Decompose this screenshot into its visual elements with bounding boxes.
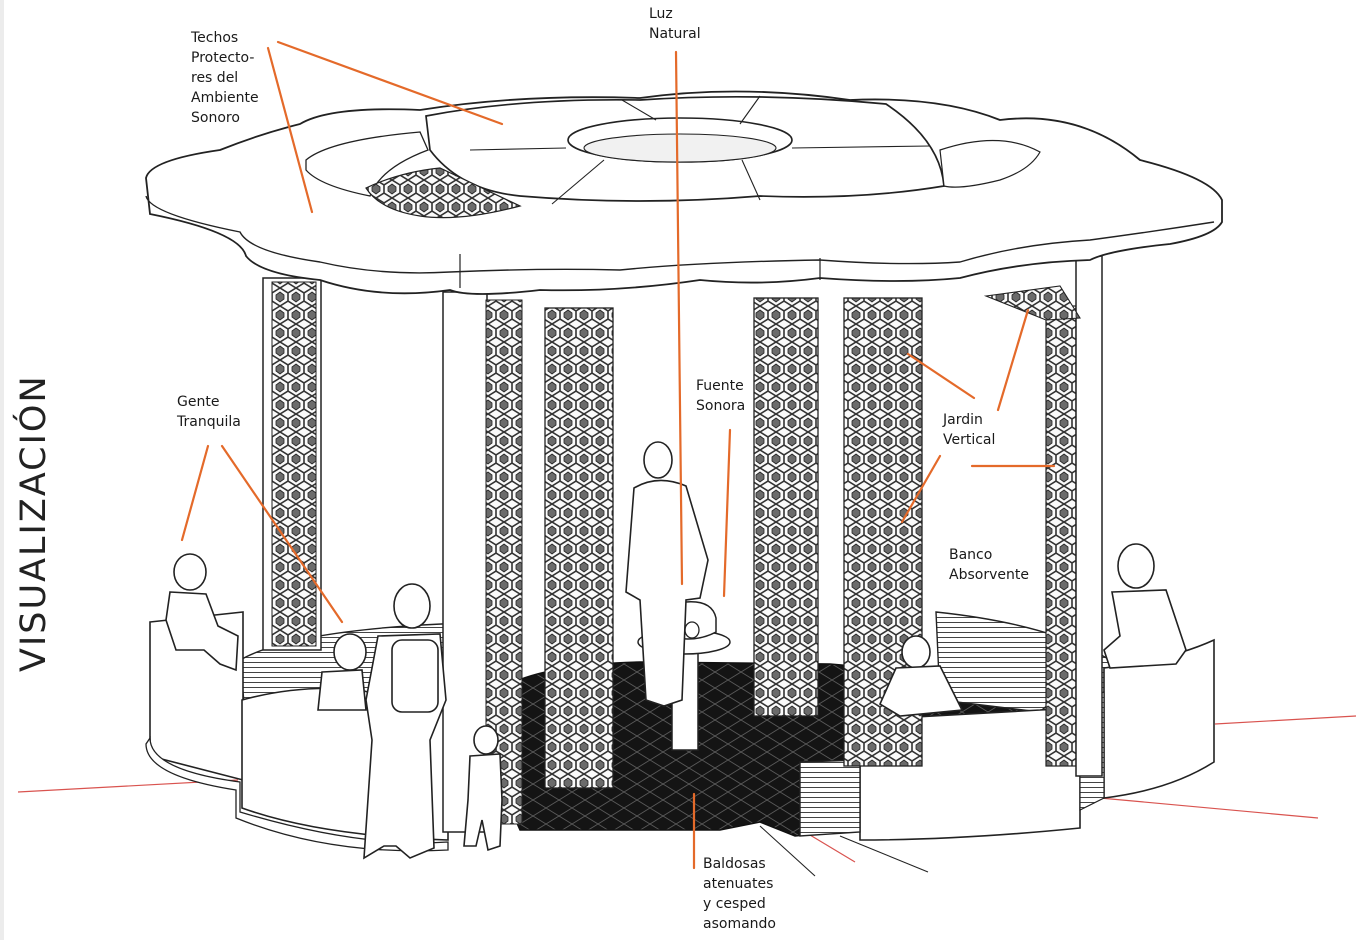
seated-person-far-right: [1103, 543, 1187, 669]
label-gente-tranquila: Gente Tranquila: [176, 392, 242, 432]
child-figure: [463, 725, 503, 852]
label-jardin-vertical: Jardin Vertical: [942, 410, 997, 450]
seated-person-right: [878, 635, 964, 717]
label-luz-natural: Luz Natural: [648, 4, 702, 44]
callout-leader-lines: [180, 40, 1056, 870]
label-techos: Techos Protecto- res del Ambiente Sonoro: [190, 28, 260, 128]
standing-person-center: [625, 441, 709, 707]
page-title: VISUALIZACIÓN: [14, 374, 54, 672]
sound-roof: [145, 90, 1223, 321]
people: [165, 441, 1187, 860]
seated-person-left-2: [317, 633, 367, 711]
label-baldosas: Baldosas atenuates y cesped asomando: [702, 854, 777, 934]
standing-person-backpack: [363, 583, 447, 860]
ground-shadow-lines: [759, 825, 929, 877]
label-fuente-sonora: Fuente Sonora: [695, 376, 747, 416]
label-banco-absorvente: Banco Absorvente: [948, 545, 1030, 585]
seated-person-left: [165, 553, 239, 672]
